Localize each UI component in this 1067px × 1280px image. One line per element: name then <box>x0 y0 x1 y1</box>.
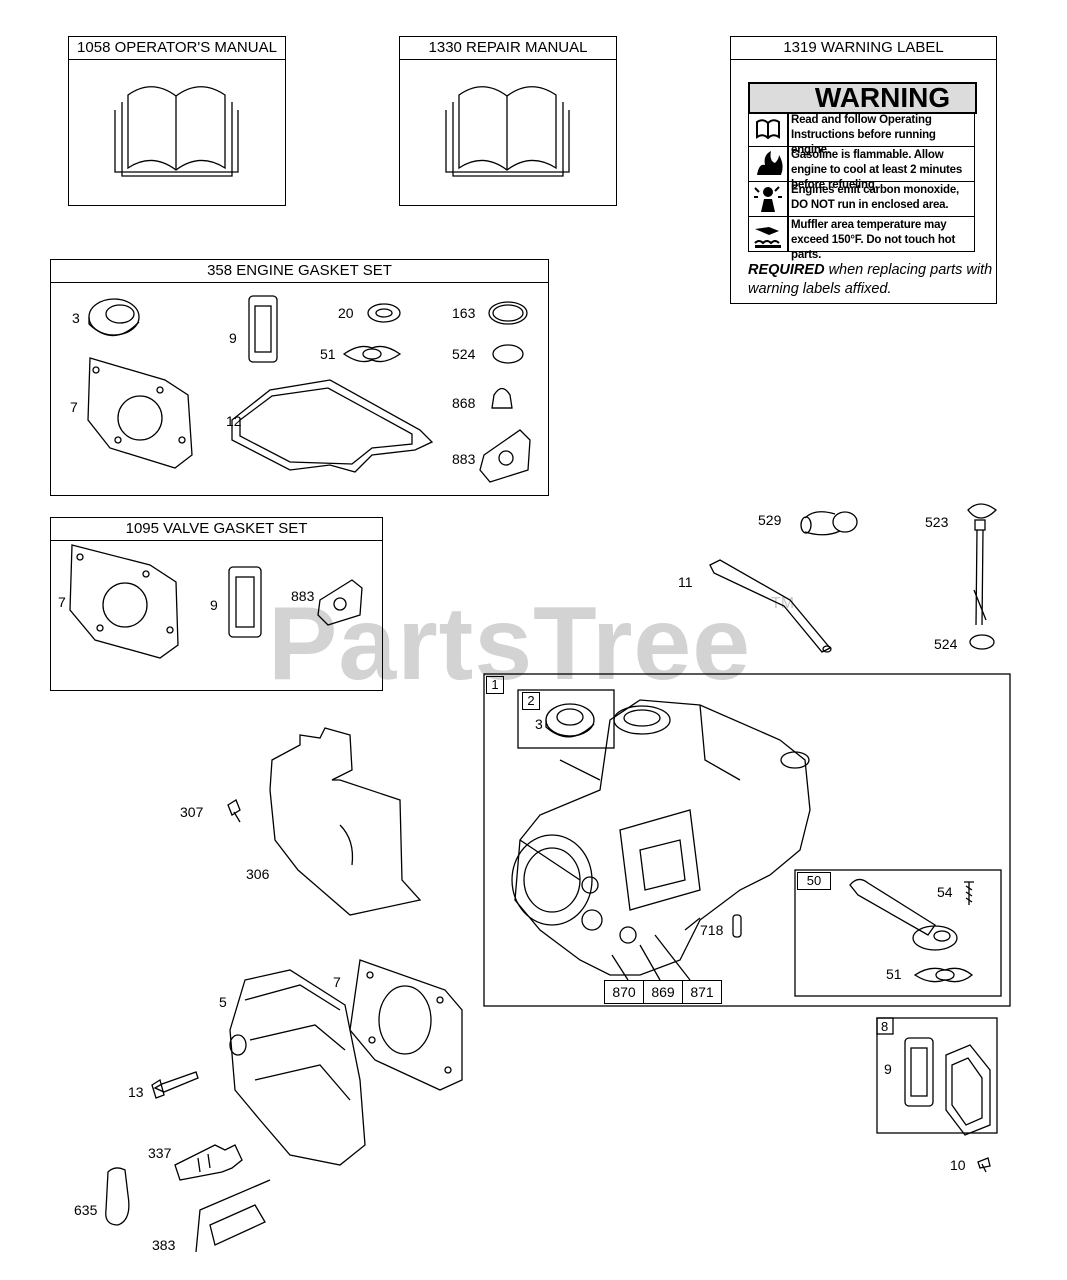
repair-manual-box: 1330 REPAIR MANUAL <box>399 36 617 206</box>
breather-cover <box>945 1044 991 1136</box>
engine-gasket-set-box: 358 ENGINE GASKET SET <box>50 259 549 496</box>
spark-plug-337 <box>174 1144 243 1181</box>
bolt-13 <box>151 1071 199 1099</box>
callout-egs-7: 7 <box>70 399 78 415</box>
callout-egs-20: 20 <box>338 305 354 321</box>
warning-label-box: 1319 WARNING LABEL <box>730 36 997 304</box>
callout-vgs-9: 9 <box>210 597 218 613</box>
spark-plug-boot-635 <box>105 1167 130 1226</box>
gasket-51-egs <box>342 345 402 363</box>
seal-20 <box>367 303 401 323</box>
oil-seal-3-assy <box>545 703 595 738</box>
callout-egs-883: 883 <box>452 451 476 467</box>
repair-manual-title: 1330 REPAIR MANUAL <box>400 37 616 60</box>
valve-gasket-set-title: 1095 VALVE GASKET SET <box>51 518 382 541</box>
callout-524: 524 <box>934 636 958 652</box>
ring-524 <box>969 634 995 650</box>
callout-50: 50 <box>797 872 831 890</box>
fumes-icon <box>749 182 789 216</box>
callout-10: 10 <box>950 1157 966 1173</box>
repair-manual-book-icon <box>445 86 570 177</box>
callout-51: 51 <box>886 966 902 982</box>
valve-seal-868 <box>491 387 513 409</box>
warning-required-note: REQUIRED when replacing parts with warni… <box>748 262 993 297</box>
callout-vgs-7: 7 <box>58 594 66 610</box>
callout-869: 869 <box>643 980 683 1004</box>
screw-54 <box>964 881 974 905</box>
callout-337: 337 <box>148 1145 172 1161</box>
callout-5: 5 <box>219 994 227 1010</box>
oil-seal-3 <box>88 298 140 337</box>
callout-vgs-883: 883 <box>291 588 315 604</box>
ring-163 <box>488 301 528 325</box>
callout-egs-868: 868 <box>452 395 476 411</box>
cylinder-head-5 <box>229 969 366 1166</box>
callout-383: 383 <box>152 1237 176 1253</box>
gasket-9-vgs <box>228 566 262 638</box>
warning-row-2: Gasoline is flammable. Allow engine to c… <box>748 147 975 191</box>
fire-icon <box>749 147 789 181</box>
head-gasket-7-egs <box>87 357 193 469</box>
hot-surface-icon <box>749 217 789 251</box>
callout-egs-12: 12 <box>226 413 242 429</box>
spark-plug-wrench-383 <box>195 1179 271 1253</box>
warning-row-3: Engines emit carbon monoxide, DO NOT run… <box>748 182 975 217</box>
operators-manual-book-icon <box>114 86 239 177</box>
valve-gasket-set-box: 1095 VALVE GASKET SET <box>50 517 383 691</box>
gasket-9-egs <box>248 295 278 363</box>
exhaust-gasket-883-vgs <box>317 579 363 626</box>
callout-8: 8 <box>881 1019 889 1034</box>
callout-3: 3 <box>535 716 543 732</box>
callout-529: 529 <box>758 512 782 528</box>
operators-manual-box: 1058 OPERATOR'S MANUAL <box>68 36 286 206</box>
elbow-529 <box>800 511 858 536</box>
screw-10 <box>977 1157 991 1173</box>
callout-egs-51: 51 <box>320 346 336 362</box>
callout-718: 718 <box>700 922 724 938</box>
governor-shaft-50 <box>849 878 958 951</box>
operators-manual-title: 1058 OPERATOR'S MANUAL <box>69 37 285 60</box>
callout-523: 523 <box>925 514 949 530</box>
callout-306: 306 <box>246 866 270 882</box>
ring-524-egs <box>492 344 524 364</box>
callout-egs-9: 9 <box>229 330 237 346</box>
manual-icon <box>749 112 789 146</box>
crankcase-block <box>511 699 811 976</box>
exhaust-gasket-883-egs <box>479 429 531 483</box>
callout-1: 1 <box>486 676 504 694</box>
warning-heading: WARNING <box>748 82 977 114</box>
callout-13: 13 <box>128 1084 144 1100</box>
callout-7: 7 <box>333 974 341 990</box>
warning-row-1: Read and follow Operating Instructions b… <box>748 112 975 156</box>
gasket-9 <box>904 1037 934 1107</box>
warning-label-title: 1319 WARNING LABEL <box>731 37 996 60</box>
dowel-718 <box>732 914 742 938</box>
screw-307 <box>227 799 241 823</box>
callout-870: 870 <box>604 980 644 1004</box>
callout-307: 307 <box>180 804 204 820</box>
tube-11 <box>709 559 832 653</box>
watermark: PartsTree <box>268 586 752 702</box>
head-gasket-7-vgs <box>69 544 179 659</box>
callout-871: 871 <box>682 980 722 1004</box>
callout-egs-3: 3 <box>72 310 80 326</box>
callout-2: 2 <box>522 692 540 710</box>
callout-54: 54 <box>937 884 953 900</box>
callout-9: 9 <box>884 1061 892 1077</box>
dipstick-523 <box>967 503 997 626</box>
gasket-12 <box>231 379 434 473</box>
callout-11: 11 <box>678 574 693 590</box>
warning-row-4: Muffler area temperature may exceed 150°… <box>748 217 975 261</box>
head-gasket-7 <box>349 959 463 1091</box>
callout-egs-163: 163 <box>452 305 476 321</box>
callout-egs-524: 524 <box>452 346 476 362</box>
callout-635: 635 <box>74 1202 98 1218</box>
shroud-306 <box>269 727 422 916</box>
engine-gasket-set-title: 358 ENGINE GASKET SET <box>51 260 548 283</box>
gasket-51 <box>913 967 974 983</box>
